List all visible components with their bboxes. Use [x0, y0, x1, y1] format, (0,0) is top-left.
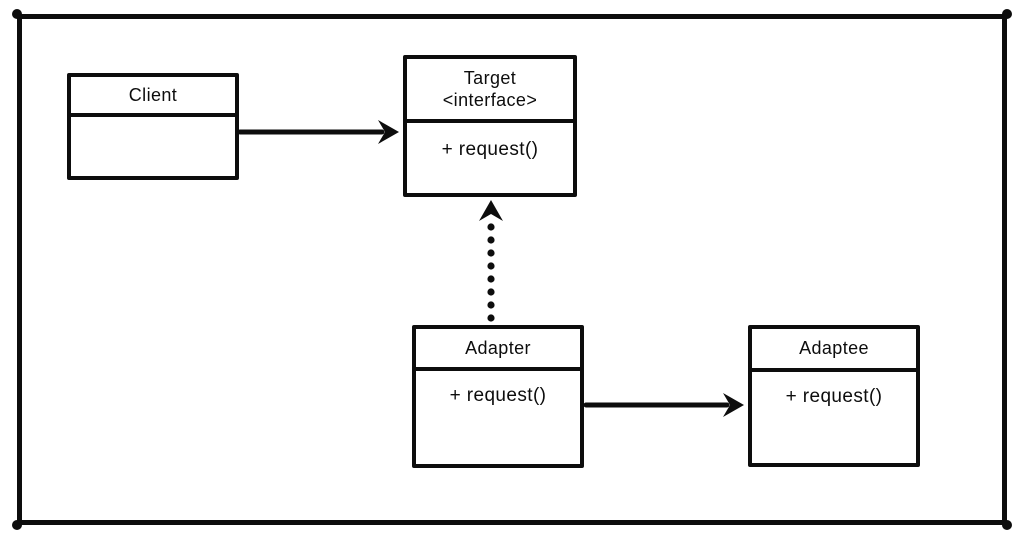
diagram-border: [17, 14, 1007, 525]
class-header-adapter: Adapter: [416, 329, 580, 371]
class-box-adapter: Adapter + request(): [412, 325, 584, 468]
class-title-client: Client: [128, 84, 178, 105]
class-member-target-request: + request(): [441, 139, 539, 160]
class-title-target: Target: [463, 67, 517, 88]
class-member-adaptee-request: + request(): [785, 386, 883, 407]
class-title-adaptee: Adaptee: [799, 338, 869, 359]
class-body-client: [71, 117, 235, 176]
border-corner-bottom-left: [12, 520, 22, 530]
class-stereotype-target: <interface>: [442, 90, 538, 110]
class-box-target: Target <interface> + request(): [403, 55, 577, 197]
class-body-adaptee: + request(): [752, 372, 916, 463]
class-header-client: Client: [71, 77, 235, 117]
border-corner-bottom-right: [1002, 520, 1012, 530]
class-box-client: Client: [67, 73, 239, 180]
border-corner-top-left: [12, 9, 22, 19]
class-header-target: Target <interface>: [407, 59, 573, 123]
class-body-adapter: + request(): [416, 371, 580, 464]
class-header-adaptee: Adaptee: [752, 329, 916, 372]
class-body-target: + request(): [407, 123, 573, 193]
class-member-adapter-request: + request(): [449, 385, 547, 406]
class-title-adapter: Adapter: [465, 337, 531, 358]
class-box-adaptee: Adaptee + request(): [748, 325, 920, 467]
border-corner-top-right: [1002, 9, 1012, 19]
